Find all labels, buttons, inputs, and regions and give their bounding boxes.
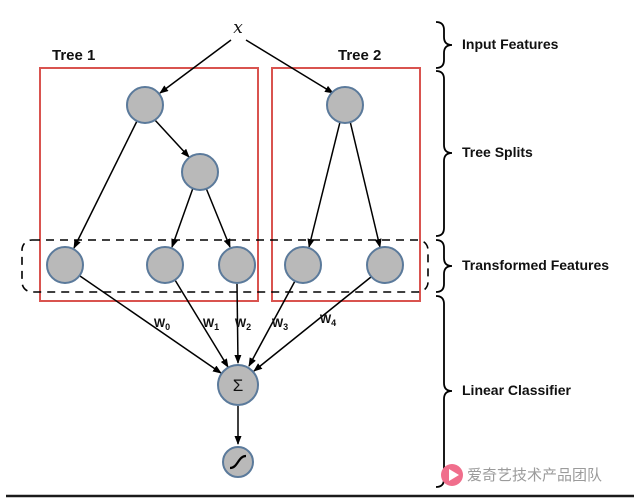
weight-w1-label: W1: [203, 316, 219, 332]
weight-w0-label: W0: [154, 316, 170, 332]
tree1-leaf3-node: [218, 246, 256, 284]
arrow-input-to-tree2-root: [245, 39, 334, 94]
weight-w3-label: W3: [272, 316, 288, 332]
sum-node: [217, 364, 259, 406]
weight-labels: W0 W1 W2 W3 W4: [154, 312, 336, 332]
arrow-leaf5-to-sum: [253, 276, 372, 372]
watermark-text: 爱奇艺技术产品团队: [467, 467, 602, 484]
watermark: 爱奇艺技术产品团队: [441, 464, 602, 486]
label-transformed-features: Transformed Features: [462, 257, 609, 273]
arrow-tree2-root-to-leaf5: [349, 120, 382, 248]
label-tree-splits: Tree Splits: [462, 144, 533, 160]
label-input-features: Input Features: [462, 36, 559, 52]
arrow-leaf2-to-sum: [174, 279, 229, 368]
tree-nodes: [46, 86, 404, 284]
arrow-leaf3-to-sum: [234, 283, 242, 364]
arrow-tree2-root-to-leaf4: [307, 121, 341, 248]
brace-linear-classifier: [435, 295, 453, 488]
arrow-leaf4-to-sum: [248, 280, 296, 367]
tree1-leaf2-node: [146, 246, 184, 284]
tree1-box: [39, 67, 259, 302]
input-feature-label: x: [233, 18, 243, 38]
tree1-leaf1-node: [46, 246, 84, 284]
iqiyi-logo-play-icon: [449, 469, 459, 481]
tree1-label: Tree 1: [52, 47, 95, 64]
annotation-braces: [435, 21, 453, 488]
tree2-leaf2-node: [366, 246, 404, 284]
tree2-root-node: [326, 86, 364, 124]
brace-tree-splits: [435, 70, 453, 237]
arrow-tree1-split-to-leaf2: [171, 187, 194, 248]
sum-symbol: Σ: [233, 376, 244, 395]
arrow-tree1-split-to-leaf3: [205, 187, 231, 248]
tree2-leaf1-node: [284, 246, 322, 284]
brace-input-features: [435, 21, 453, 69]
sigmoid-curve-icon: [229, 454, 247, 470]
tree1-root-node: [126, 86, 164, 124]
arrow-leaf1-to-sum: [79, 275, 222, 374]
arrow-tree1-root-to-leaf1: [73, 120, 138, 249]
annotation-labels: Input Features Tree Splits Transformed F…: [462, 36, 609, 398]
label-linear-classifier: Linear Classifier: [462, 382, 571, 398]
tree2-box: [271, 67, 421, 302]
brace-transformed-features: [435, 239, 453, 293]
tree1-split-node: [181, 153, 219, 191]
weight-w2-label: W2: [235, 316, 251, 332]
arrow-input-to-tree1-root: [159, 39, 232, 94]
arrow-tree1-root-to-split: [153, 118, 190, 158]
tree2-label: Tree 2: [338, 47, 381, 64]
weight-w4-label: W4: [320, 312, 336, 328]
arrows: [73, 39, 382, 445]
